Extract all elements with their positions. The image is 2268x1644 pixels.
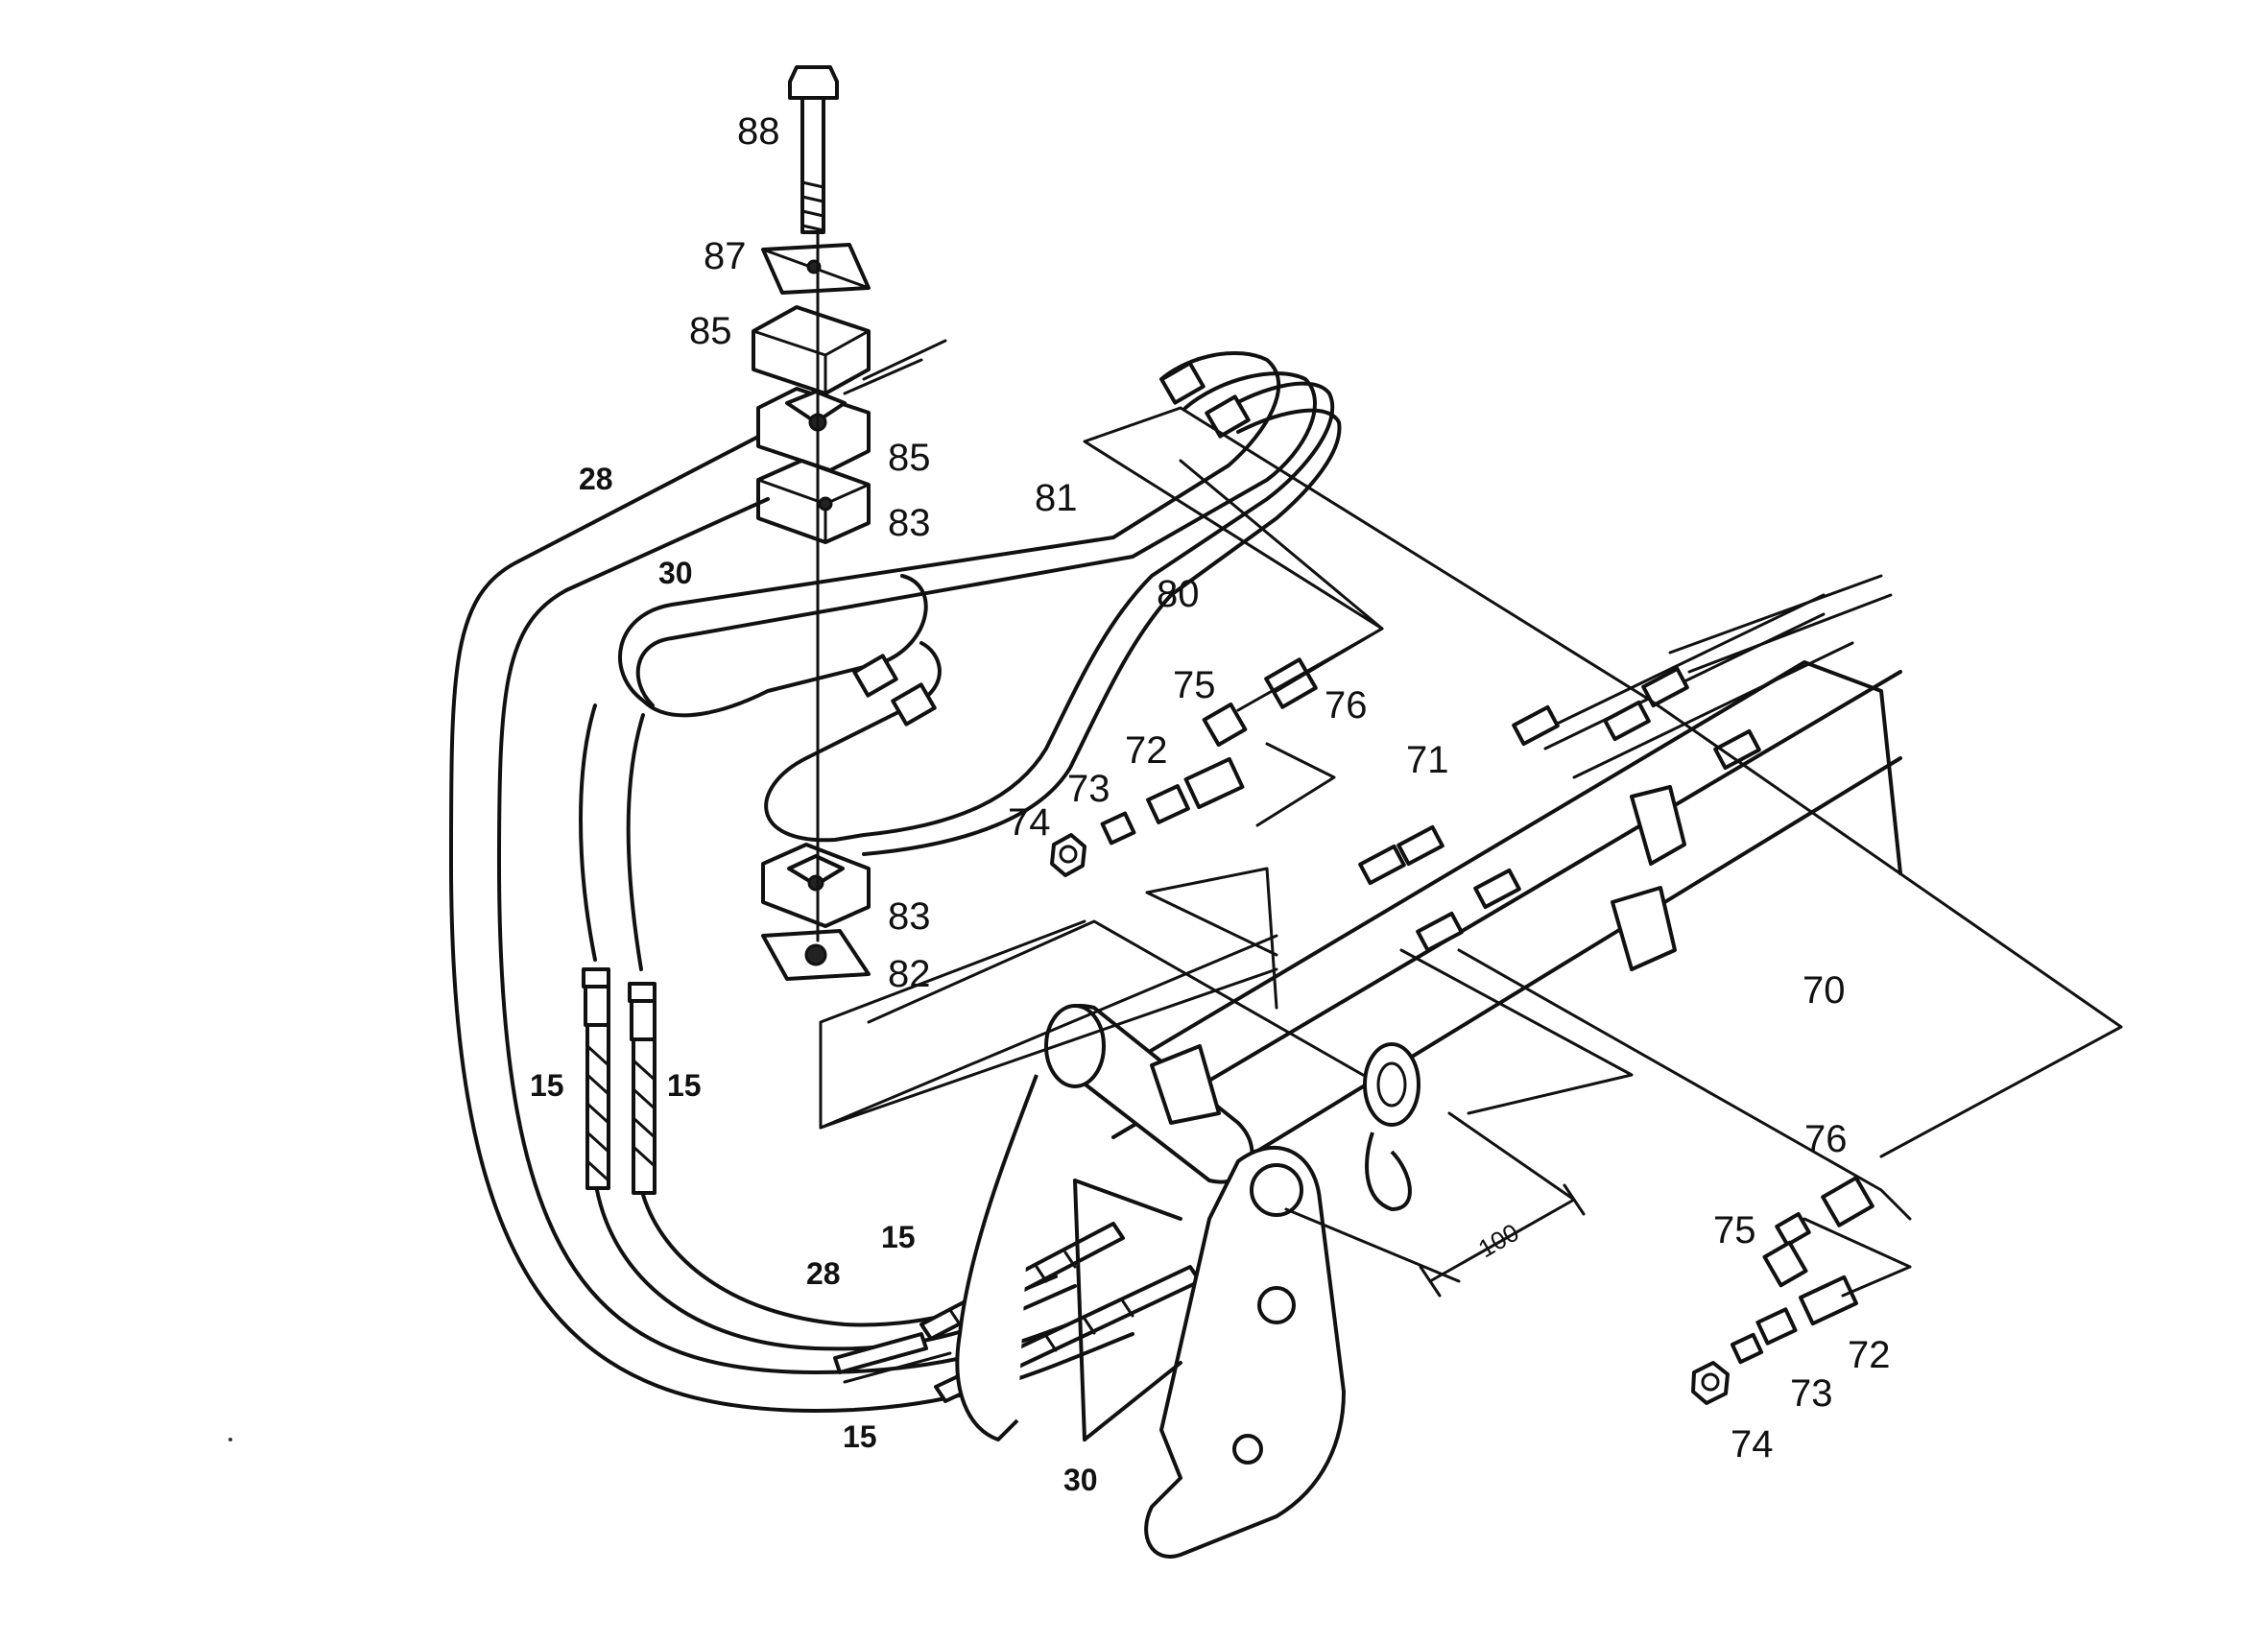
- hose-15-left-b: [626, 713, 1058, 1327]
- callout-72-upper: 72: [1125, 729, 1168, 772]
- callout-70: 70: [1802, 969, 1846, 1012]
- callout-87: 87: [704, 235, 747, 277]
- boom-fittings: [1358, 666, 1761, 971]
- bolt-88: [788, 65, 839, 234]
- callout-88: 88: [737, 110, 780, 153]
- callout-28-upper: 28: [579, 462, 613, 496]
- clamp-83-upper: [756, 459, 871, 544]
- callout-73-lower: 73: [1790, 1372, 1833, 1415]
- callout-72-lower: 72: [1848, 1334, 1891, 1376]
- callout-75-lower: 75: [1713, 1209, 1756, 1251]
- callout-30-lower: 30: [1063, 1463, 1098, 1497]
- callout-74-lower: 74: [1731, 1423, 1774, 1465]
- callout-83-upper: 83: [888, 502, 931, 544]
- hose-30: [497, 497, 1096, 1374]
- clamp-85-lower: [756, 387, 871, 472]
- callout-75-upper: 75: [1173, 664, 1216, 706]
- dimension-100: 100: [1419, 1183, 1586, 1298]
- dimension-label: 100: [1473, 1218, 1524, 1264]
- callout-76-upper: 76: [1325, 684, 1368, 727]
- reference-lines: [819, 406, 2123, 1298]
- callout-85-lower: 85: [888, 437, 931, 479]
- callout-76-lower: 76: [1804, 1118, 1848, 1160]
- quick-coupler: [955, 1074, 1412, 1559]
- callout-74-upper: 74: [1008, 801, 1051, 844]
- pipe-81: [618, 350, 1317, 718]
- boom-arm: [1092, 574, 1902, 1182]
- fitting-group-lower: [1691, 1176, 1874, 1405]
- callout-81: 81: [1035, 477, 1078, 519]
- pipe-end-fittings-upper: [852, 361, 1251, 727]
- callout-80: 80: [1157, 573, 1200, 615]
- callout-71: 71: [1406, 739, 1449, 781]
- callout-15-left-a: 15: [530, 1068, 564, 1103]
- plate-87: [761, 243, 871, 295]
- callout-28-lower: 28: [806, 1256, 841, 1291]
- hose-28: [449, 435, 1134, 1413]
- plate-82: [761, 929, 871, 981]
- callout-15-left-b: 15: [667, 1068, 702, 1103]
- pin-cylinder: [1044, 1004, 1420, 1184]
- speck-dot: [228, 1438, 232, 1441]
- callout-15-lower-upper: 15: [881, 1220, 916, 1254]
- callout-73-upper: 73: [1067, 768, 1110, 810]
- callout-labels: 88 87 85 85 28 83 30 81 80 75 76 72 73 7…: [530, 110, 1891, 1497]
- clamp-guide-line: [843, 339, 947, 395]
- callout-30-upper: 30: [658, 556, 693, 590]
- callout-85-upper: 85: [689, 310, 732, 352]
- callout-15-lower: 15: [843, 1419, 877, 1454]
- callout-83-lower: 83: [888, 895, 931, 938]
- clamp-85-upper: [752, 305, 871, 395]
- clamp-83-lower: [761, 843, 871, 928]
- callout-82: 82: [888, 953, 931, 995]
- pipe-80: [764, 381, 1342, 856]
